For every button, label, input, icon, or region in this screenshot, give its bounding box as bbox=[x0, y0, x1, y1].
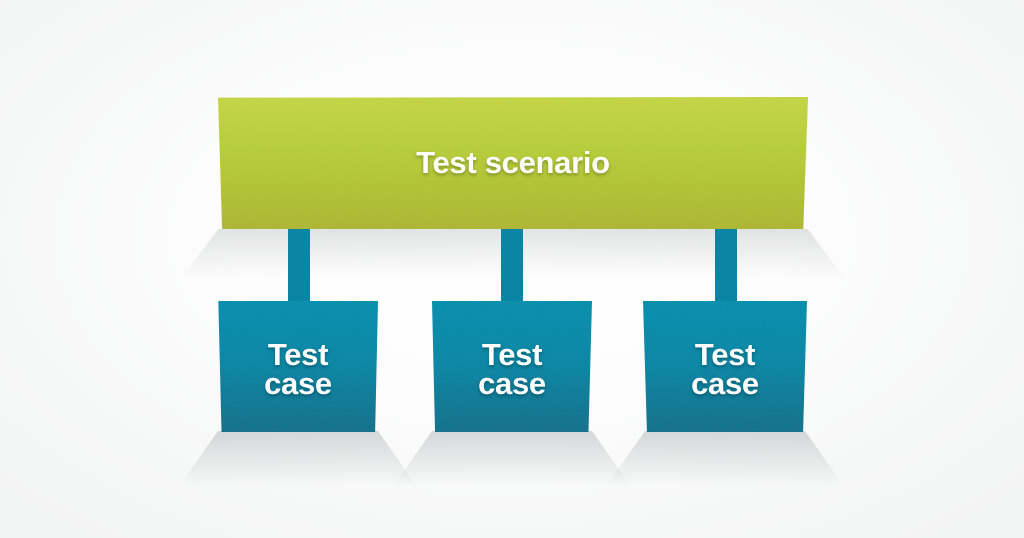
test-case-label-2: Test case bbox=[478, 336, 546, 401]
connector-line-2 bbox=[501, 224, 523, 306]
test-case-box-1: Test case bbox=[218, 301, 378, 432]
test-case-box-2: Test case bbox=[432, 301, 592, 432]
test-scenario-label: Test scenario bbox=[416, 145, 610, 180]
case-cast-shadow bbox=[387, 431, 637, 495]
test-case-label-3: Test case bbox=[691, 336, 759, 401]
case-cast-shadow bbox=[600, 431, 850, 495]
connector-line-3 bbox=[715, 224, 737, 306]
test-case-box-3: Test case bbox=[643, 301, 807, 432]
test-scenario-box: Test scenario bbox=[218, 97, 808, 229]
test-case-label-1: Test case bbox=[264, 336, 332, 401]
connector-line-1 bbox=[288, 224, 310, 306]
case-cast-shadow bbox=[173, 431, 423, 495]
